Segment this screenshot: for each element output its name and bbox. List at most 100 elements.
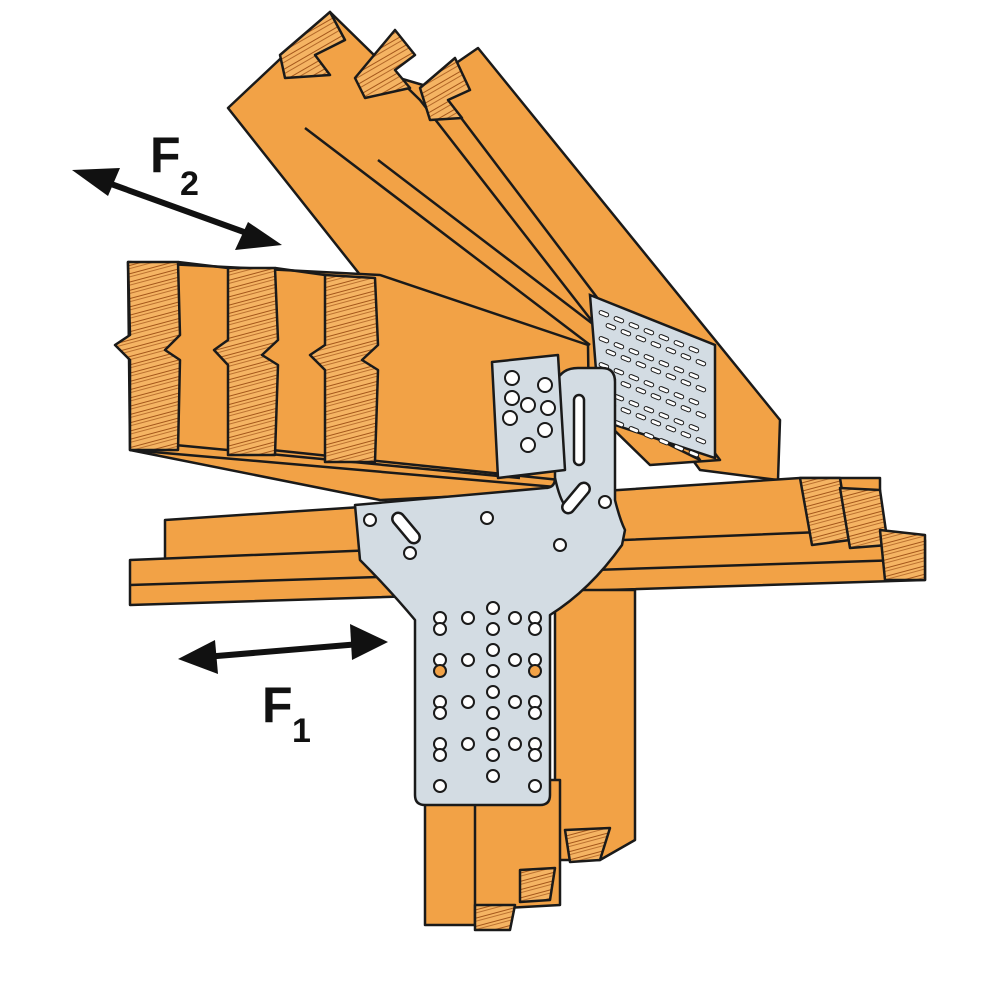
- fastener-hole: [598, 495, 612, 509]
- fastener-hole: [537, 377, 553, 393]
- connector-slot: [572, 393, 586, 467]
- fastener-hole: [508, 695, 522, 709]
- fastener-hole: [540, 400, 556, 416]
- strap-slot: [650, 393, 662, 401]
- strap-slot: [635, 413, 647, 421]
- connector-slot: [561, 481, 591, 515]
- strap-slot: [695, 385, 707, 393]
- strap-slot: [643, 328, 655, 336]
- fastener-hole: [486, 727, 500, 741]
- top-plate-end-grain: [878, 528, 927, 582]
- strap-slot: [665, 347, 677, 355]
- strap-slot: [658, 438, 670, 446]
- strap-slot: [658, 360, 670, 368]
- fastener-hole: [504, 390, 520, 406]
- rafter-end-grain: [353, 28, 417, 100]
- strap-slot: [665, 399, 677, 407]
- strap-slot: [665, 425, 677, 433]
- strap-slot: [643, 406, 655, 414]
- header-bottom-edge: [129, 448, 591, 492]
- strap-slot: [695, 411, 707, 419]
- rafter-end-grain: [418, 56, 472, 122]
- strap-slot: [605, 349, 617, 357]
- fastener-hole: [480, 511, 494, 525]
- strap-slot: [598, 310, 610, 318]
- double-arrow-icon: [178, 640, 218, 674]
- fastener-hole: [528, 748, 542, 762]
- fastener-hole: [520, 397, 536, 413]
- header-end-grain-1: [113, 260, 182, 452]
- fastener-hole: [520, 437, 536, 453]
- strap-slot: [673, 340, 685, 348]
- strap-slot: [688, 398, 700, 406]
- fastener-hole: [486, 706, 500, 720]
- header-end-grain-2: [212, 266, 280, 457]
- fastener-hole: [502, 410, 518, 426]
- strap-slot: [688, 450, 700, 458]
- strap-slot: [635, 335, 647, 343]
- fastener-hole: [486, 664, 500, 678]
- double-arrow-icon: [235, 222, 282, 250]
- strap-slot: [658, 334, 670, 342]
- f2-label-subscript: 2: [180, 165, 199, 203]
- fastener-hole: [363, 513, 377, 527]
- strap-slot: [688, 346, 700, 354]
- strap-slot: [643, 432, 655, 440]
- fastener-hole: [433, 779, 447, 793]
- strap-slot: [688, 372, 700, 380]
- fastener-hole: [486, 622, 500, 636]
- strap-slot: [680, 379, 692, 387]
- strap-slot: [665, 373, 677, 381]
- hex-bolt-hole: [433, 664, 447, 678]
- f1-arrow-shaft: [204, 641, 361, 660]
- strap-slot: [628, 374, 640, 382]
- stud-end-grain: [563, 826, 612, 864]
- strap-slot: [680, 431, 692, 439]
- strap-slot: [673, 366, 685, 374]
- strap-slot: [635, 387, 647, 395]
- fastener-hole: [508, 737, 522, 751]
- fastener-hole: [528, 706, 542, 720]
- double-arrow-icon: [72, 168, 120, 196]
- fastener-hole: [504, 370, 520, 386]
- fastener-hole: [528, 622, 542, 636]
- strap-slot: [673, 418, 685, 426]
- f1-force-arrow: [178, 624, 388, 674]
- fastener-hole: [508, 611, 522, 625]
- fastener-hole: [461, 611, 475, 625]
- fastener-hole: [486, 685, 500, 699]
- strap-slot: [613, 342, 625, 350]
- fastener-hole: [537, 422, 553, 438]
- fastener-hole: [486, 769, 500, 783]
- f1-label-subscript: 1: [292, 712, 311, 750]
- double-arrow-icon: [350, 624, 388, 660]
- header-end-grain-3: [308, 273, 380, 464]
- header-beam: [113, 260, 592, 502]
- strap-slot: [673, 392, 685, 400]
- strap-slot: [628, 400, 640, 408]
- fastener-hole: [528, 779, 542, 793]
- fastener-hole: [433, 706, 447, 720]
- f1-label-main: F: [262, 677, 293, 733]
- fastener-hole: [403, 546, 417, 560]
- stud-end-grain: [473, 903, 517, 932]
- f2-arrow-shaft: [98, 177, 257, 239]
- fastener-hole: [461, 653, 475, 667]
- hex-bolt-hole: [528, 664, 542, 678]
- strap-slot: [613, 316, 625, 324]
- fastener-hole: [433, 748, 447, 762]
- stud-back: [553, 588, 637, 862]
- strap-slot: [628, 322, 640, 330]
- header-top-edge: [177, 260, 229, 270]
- fastener-hole: [486, 748, 500, 762]
- strap-slot: [643, 380, 655, 388]
- strap-slot: [658, 386, 670, 394]
- strap-slot: [695, 437, 707, 445]
- stud-end-grain: [518, 866, 557, 904]
- strap-slot: [620, 381, 632, 389]
- strap-slot: [650, 419, 662, 427]
- strap-slot: [628, 348, 640, 356]
- strap-slot: [650, 341, 662, 349]
